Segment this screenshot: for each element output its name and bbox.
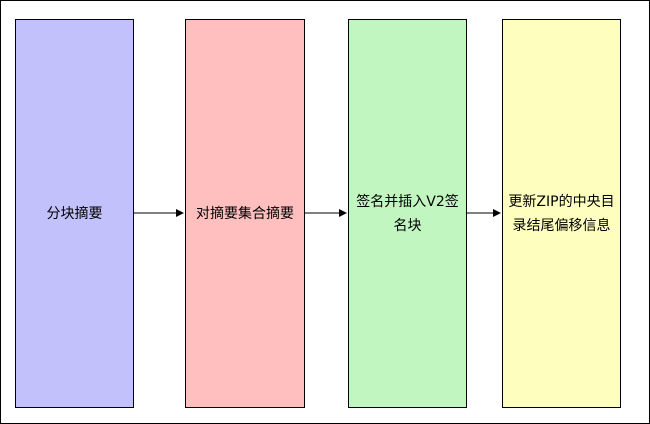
step-box-update-zip-eocd: 更新ZIP的中央目录结尾偏移信息 — [502, 19, 621, 408]
step-label: 对摘要集合摘要 — [196, 205, 294, 222]
step-label: 签名并插入V2签名块 — [356, 193, 459, 234]
step-box-digest-of-digests: 对摘要集合摘要 — [185, 19, 305, 408]
step-box-sign-insert-v2-block: 签名并插入V2签名块 — [348, 19, 467, 408]
step-box-chunk-digest: 分块摘要 — [15, 19, 134, 408]
step-label: 分块摘要 — [46, 205, 103, 222]
step-label: 更新ZIP的中央目录结尾偏移信息 — [508, 193, 615, 234]
